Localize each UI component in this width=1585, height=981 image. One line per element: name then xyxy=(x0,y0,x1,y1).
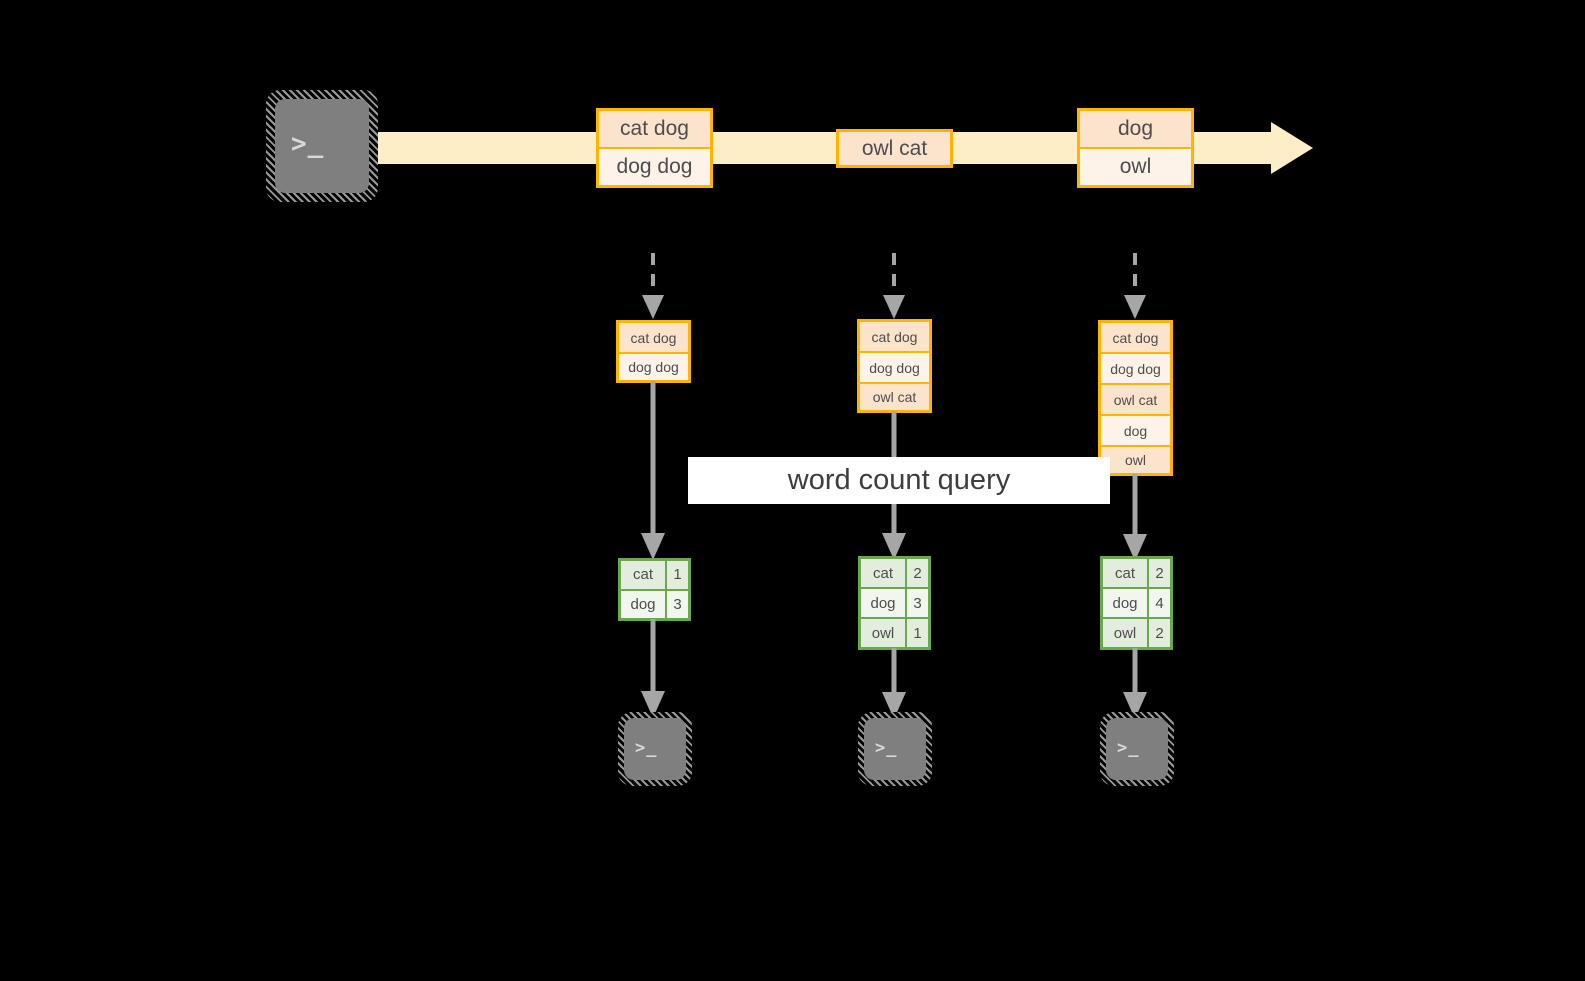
result-count: 2 xyxy=(913,564,922,582)
snapshot-input-cell: owl cat xyxy=(860,384,929,410)
result-word: cat xyxy=(861,559,907,587)
result-word: dog xyxy=(1103,589,1149,617)
sink-terminal-icon-2: >_ xyxy=(858,712,932,786)
table-row: dog 3 xyxy=(621,590,688,618)
sink-connector-3 xyxy=(1123,648,1147,719)
table-row: cat 2 xyxy=(861,559,928,589)
snapshot-input-cell: cat dog xyxy=(619,323,688,354)
terminal-prompt-glyph: >_ xyxy=(635,738,658,758)
stream-record-1: cat dog dog dog xyxy=(596,108,713,188)
result-count: 3 xyxy=(667,590,688,618)
result-count: 1 xyxy=(913,624,922,642)
snapshot-input-cell: cat dog xyxy=(1101,323,1170,354)
table-row: cat 1 xyxy=(621,561,688,591)
table-row: cat 2 xyxy=(1103,559,1170,589)
result-word: dog xyxy=(861,589,907,617)
query-banner: word count query xyxy=(688,457,1110,504)
snapshot-input-box-3: cat dog dog dog owl cat dog owl xyxy=(1098,320,1173,476)
dashed-connector-3 xyxy=(1124,253,1146,319)
table-row: dog 3 xyxy=(861,589,928,619)
snapshot-input-cell: dog dog xyxy=(860,353,929,384)
snapshot-input-cell: owl cat xyxy=(1101,385,1170,416)
query-banner-label: word count query xyxy=(787,464,1011,496)
sink-terminal-body: >_ xyxy=(864,718,926,780)
sink-terminal-icon-1: >_ xyxy=(618,712,692,786)
terminal-prompt-glyph: >_ xyxy=(875,738,898,758)
result-word: owl xyxy=(861,619,907,647)
sink-terminal-body: >_ xyxy=(624,718,686,780)
stream-record-cell: dog dog xyxy=(599,149,710,185)
dashed-connector-2 xyxy=(883,253,905,319)
table-row: owl 1 xyxy=(861,619,928,647)
result-count: 2 xyxy=(1155,564,1164,582)
result-count: 3 xyxy=(907,589,928,617)
result-table-2: cat 2 dog 3 owl 1 xyxy=(858,556,931,650)
result-count: 1 xyxy=(673,566,682,584)
source-terminal-body: >_ xyxy=(275,99,369,193)
stream-record-cell: owl cat xyxy=(839,132,950,165)
query-connector-3 xyxy=(1123,474,1147,561)
result-word: owl xyxy=(1103,619,1149,647)
snapshot-input-cell: dog xyxy=(1101,416,1170,447)
stream-record-cell: dog xyxy=(1080,111,1191,149)
result-count: 4 xyxy=(1149,589,1170,617)
snapshot-input-box-1: cat dog dog dog xyxy=(616,320,691,383)
snapshot-input-cell: dog dog xyxy=(619,354,688,380)
stream-record-cell: owl xyxy=(1080,149,1191,185)
sink-connector-2 xyxy=(882,648,906,719)
result-word: cat xyxy=(1103,559,1149,587)
query-connector-1 xyxy=(641,381,665,560)
stream-record-2: owl cat xyxy=(836,129,953,168)
stream-record-3: dog owl xyxy=(1077,108,1194,188)
sink-terminal-body: >_ xyxy=(1106,718,1168,780)
terminal-prompt-glyph: >_ xyxy=(291,129,325,159)
dashed-connector-1 xyxy=(642,253,664,319)
source-terminal-icon: >_ xyxy=(266,90,378,202)
snapshot-input-cell: dog dog xyxy=(1101,354,1170,385)
result-word: dog xyxy=(621,590,667,618)
result-count: 2 xyxy=(1155,624,1164,642)
sink-terminal-icon-3: >_ xyxy=(1100,712,1174,786)
snapshot-input-cell: cat dog xyxy=(860,322,929,353)
table-row: dog 4 xyxy=(1103,589,1170,619)
table-row: owl 2 xyxy=(1103,619,1170,647)
sink-connector-1 xyxy=(641,619,665,718)
terminal-prompt-glyph: >_ xyxy=(1117,738,1140,758)
result-table-1: cat 1 dog 3 xyxy=(618,558,691,621)
result-table-3: cat 2 dog 4 owl 2 xyxy=(1100,556,1173,650)
snapshot-input-box-2: cat dog dog dog owl cat xyxy=(857,319,932,413)
snapshot-input-cell: owl xyxy=(1101,447,1170,473)
result-word: cat xyxy=(621,561,667,589)
stream-record-cell: cat dog xyxy=(599,111,710,149)
